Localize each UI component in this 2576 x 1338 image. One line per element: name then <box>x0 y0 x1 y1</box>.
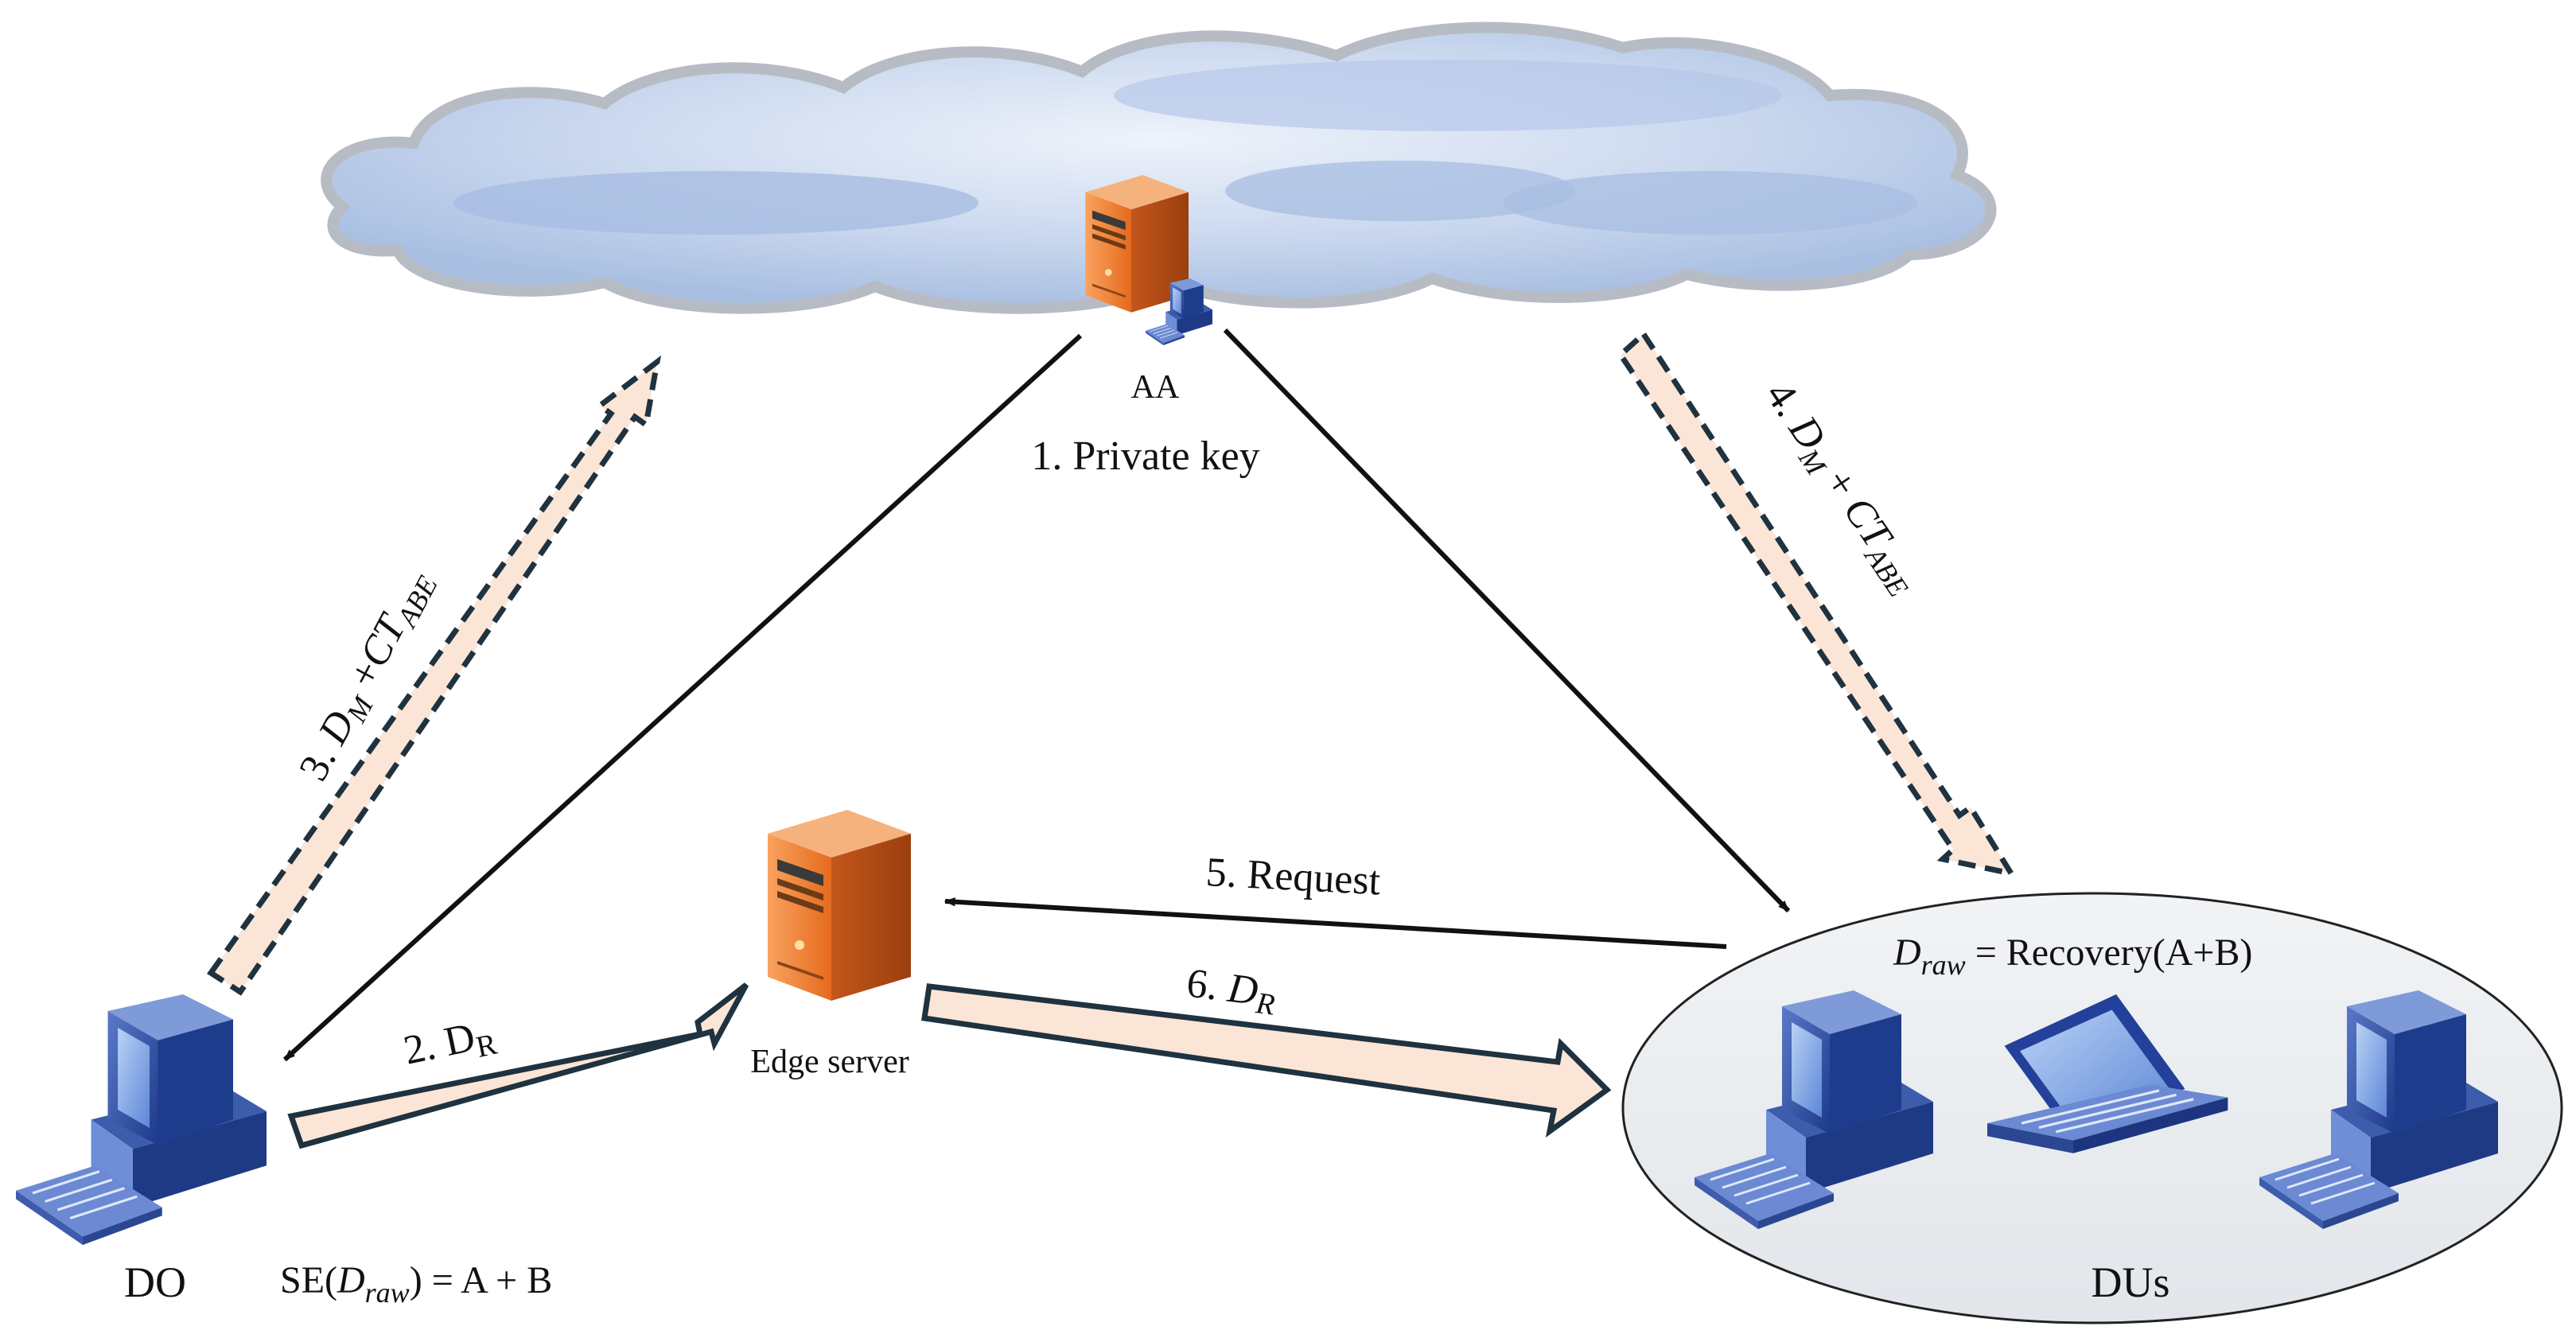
edge-5-label: 5. Request <box>1204 850 1382 904</box>
edge-5-line-request <box>944 897 1727 949</box>
edge-1-line-aa-to-dus <box>1223 328 1791 913</box>
edge-server-icon <box>768 810 911 1001</box>
cloud <box>321 21 1997 314</box>
edge-1-label: 1. Private key <box>1031 434 1259 479</box>
dus-label: DUs <box>2091 1258 2169 1306</box>
aa-label: AA <box>1131 369 1180 406</box>
edge-6-block-arrow <box>921 983 1612 1138</box>
do-formula: SE(Draw) = A + B <box>280 1259 552 1309</box>
du-formula: Draw = Recovery(A+B) <box>1893 932 2252 981</box>
do-label: DO <box>124 1258 186 1306</box>
edge-3-dashed-arrow <box>207 355 662 996</box>
edge-4-dashed-arrow <box>1617 329 2018 878</box>
do-desktop-computer-icon <box>14 993 268 1247</box>
edge-1-line-aa-to-do <box>282 333 1083 1062</box>
edge-2-block-arrow <box>287 982 749 1149</box>
edge-2-label: 2. DR <box>400 1010 500 1079</box>
edge-6-label: 6. DR <box>1184 960 1279 1021</box>
edge-server-label: Edge server <box>750 1044 909 1080</box>
